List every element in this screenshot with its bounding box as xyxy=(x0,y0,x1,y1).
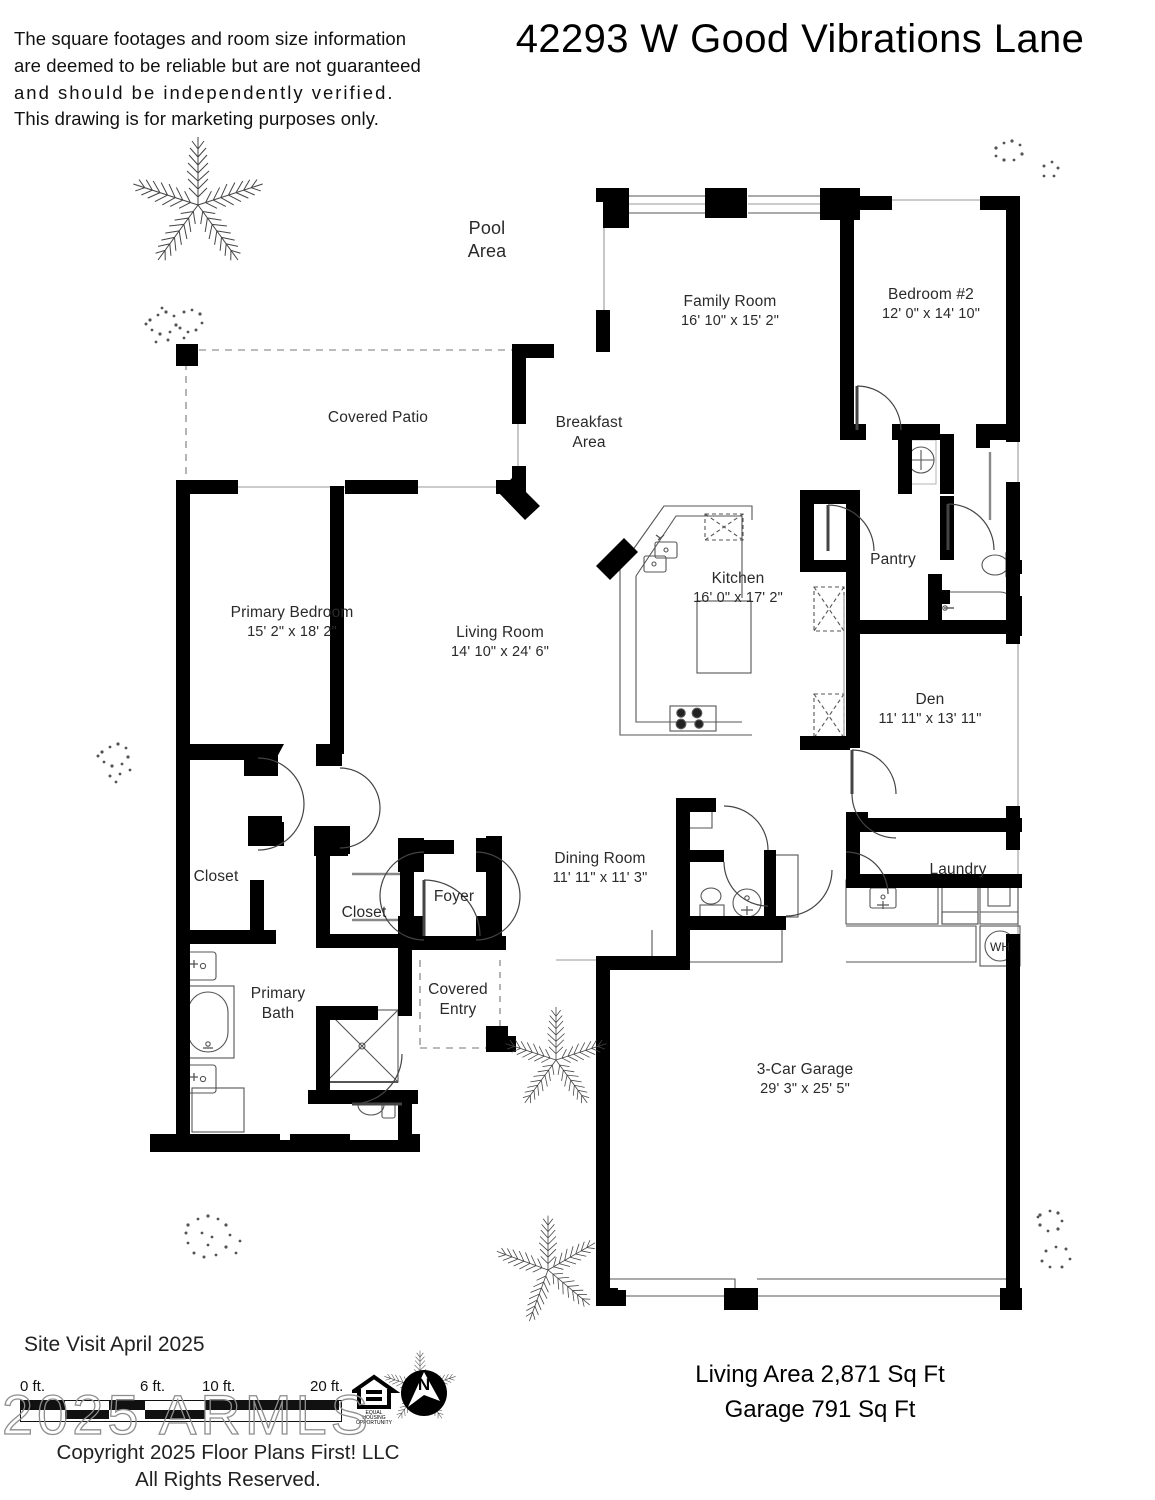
copyright-line-1: Copyright 2025 Floor Plans First! LLC xyxy=(56,1441,400,1464)
room-name: Primary xyxy=(250,985,306,1002)
room-name-2: Bath xyxy=(261,1004,295,1022)
room-dimensions: 16' 0" x 17' 2" xyxy=(693,589,783,606)
room-label-bedroom-2: Bedroom #2 12' 0" x 14' 10" xyxy=(821,285,1041,323)
scale-tick-labels: 0 ft. 6 ft. 10 ft. 20 ft. xyxy=(20,1378,360,1398)
room-name: Pantry xyxy=(870,551,916,568)
disclaimer-line-2: are deemed to be reliable but are not gu… xyxy=(14,54,421,76)
room-name: Breakfast xyxy=(555,414,623,431)
disclaimer-line-4: This drawing is for marketing purposes o… xyxy=(14,108,379,130)
room-name: Living Room xyxy=(456,624,544,641)
scale-bar: 0 ft. 6 ft. 10 ft. 20 ft. xyxy=(20,1378,360,1422)
room-name-2: Entry xyxy=(439,1000,477,1018)
arbmls-watermark: 2025 ARMLS xyxy=(1,1382,372,1446)
room-label-kitchen: Kitchen 16' 0" x 17' 2" xyxy=(628,569,848,607)
room-label-foyer: Foyer xyxy=(344,887,564,907)
room-dimensions: 14' 10" x 24' 6" xyxy=(450,643,550,660)
north-letter: N xyxy=(418,1375,430,1394)
site-visit-date: Site Visit April 2025 xyxy=(24,1333,205,1356)
room-name: 3-Car Garage xyxy=(756,1061,854,1078)
north-arrow-icon: N xyxy=(401,1370,447,1416)
room-name: Kitchen xyxy=(711,570,765,587)
equal-housing-icon: EQUAL HOUSING OPPORTUNITY xyxy=(352,1374,401,1426)
equal-housing-line2: HOUSING xyxy=(362,1415,385,1421)
room-dimensions: 16' 10" x 15' 2" xyxy=(680,312,780,329)
logo-group: EQUAL HOUSING OPPORTUNITY N xyxy=(352,1357,452,1427)
disclaimer-line-3: and should be independently verified. xyxy=(14,81,395,103)
room-name-2: Area xyxy=(572,433,606,451)
copyright-block: Copyright 2025 Floor Plans First! LLC Al… xyxy=(18,1440,438,1493)
room-name: Closet xyxy=(341,904,387,921)
room-label-laundry: Laundry xyxy=(848,860,1068,880)
room-dimensions: 12' 0" x 14' 10" xyxy=(881,305,981,322)
garage-area-text: Garage 791 Sq Ft xyxy=(724,1395,916,1423)
scale-bar-graphic xyxy=(20,1400,342,1422)
room-dimensions: 11' 11" x 11' 3" xyxy=(552,869,648,886)
equal-housing-line3: OPPORTUNITY xyxy=(356,1420,393,1426)
logos-svg: EQUAL HOUSING OPPORTUNITY N xyxy=(352,1370,447,1426)
room-label-dining-room: Dining Room 11' 11" x 11' 3" xyxy=(490,849,710,887)
living-area-text: Living Area 2,871 Sq Ft xyxy=(695,1361,945,1388)
room-label-primary-bedroom: Primary Bedroom 15' 2" x 18' 2" xyxy=(182,603,402,641)
copyright-line-2: All Rights Reserved. xyxy=(135,1467,321,1491)
palm-decor xyxy=(129,137,610,1423)
room-name: Primary Bedroom xyxy=(230,604,354,621)
area-summary: Living Area 2,871 Sq Ft Garage 791 Sq Ft xyxy=(495,1358,1145,1428)
room-name: Dining Room xyxy=(554,850,646,867)
room-name: Den xyxy=(915,691,945,708)
scale-tick-1: 6 ft. xyxy=(140,1378,166,1395)
room-dimensions: 11' 11" x 13' 11" xyxy=(878,710,982,727)
room-dimensions: 29' 3" x 25' 5" xyxy=(760,1080,850,1097)
room-name-2: Area xyxy=(467,241,507,262)
shrub-decor xyxy=(96,139,1072,1269)
room-label-den: Den 11' 11" x 13' 11" xyxy=(820,690,1040,728)
page-title: 42293 W Good Vibrations Lane xyxy=(515,17,1085,61)
room-name: Covered xyxy=(428,981,488,998)
scale-tick-0: 0 ft. xyxy=(20,1378,46,1395)
room-name: Family Room xyxy=(683,293,777,310)
equal-housing-line1: EQUAL xyxy=(366,1410,383,1416)
room-name: Bedroom #2 xyxy=(888,286,974,303)
room-name: Laundry xyxy=(929,861,987,878)
disclaimer-line-1: The square footages and room size inform… xyxy=(14,28,407,49)
room-label-living-room: Living Room 14' 10" x 24' 6" xyxy=(390,623,610,661)
room-name: Foyer xyxy=(433,888,475,905)
scale-tick-3: 20 ft. xyxy=(310,1378,344,1395)
room-label-closet-secondary: Closet xyxy=(254,903,474,923)
water-heater-label: WH xyxy=(990,940,1010,954)
room-label-family-room: Family Room 16' 10" x 15' 2" xyxy=(620,292,840,330)
scale-tick-2: 10 ft. xyxy=(202,1378,236,1395)
room-label-closet-primary: Closet xyxy=(106,867,326,887)
room-name: Pool xyxy=(468,218,506,238)
room-name: Covered Patio xyxy=(327,409,429,426)
room-label-covered-patio: Covered Patio xyxy=(268,408,488,428)
disclaimer-text: The square footages and room size inform… xyxy=(14,26,444,133)
room-dimensions: 15' 2" x 18' 2" xyxy=(247,623,337,640)
room-label-garage: 3-Car Garage 29' 3" x 25' 5" xyxy=(695,1060,915,1098)
room-name: Closet xyxy=(193,868,239,885)
room-label-pantry: Pantry xyxy=(783,550,1003,570)
